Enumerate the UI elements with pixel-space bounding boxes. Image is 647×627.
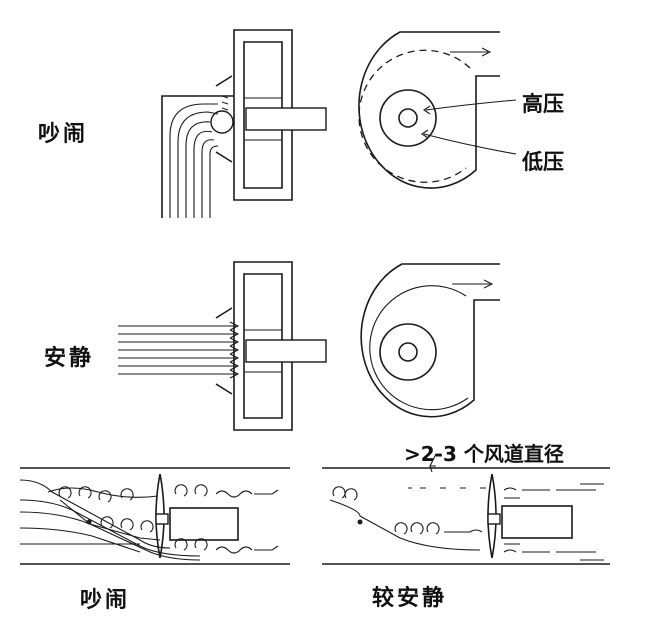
noisy-fan-front-view [358,31,517,189]
noisy-duct-fan [19,467,290,565]
quieter-duct-fan [322,453,610,565]
quieter-label-bottom: 较安静 [372,586,448,611]
low-pressure-label: 低压 [522,150,564,174]
distance-label: >2-3 个风道直径 [404,442,564,466]
noisy-label-bottom: 吵闹 [80,588,131,613]
noisy-inlet-bent-flow [161,95,234,218]
high-pressure-label: 高压 [522,92,564,116]
eddy-blob [210,110,234,134]
quiet-label-top: 安静 [44,346,95,371]
quiet-inlet-straight-flow [118,321,240,379]
quiet-fan-side-view [215,261,327,431]
noisy-fan-side-view [210,29,327,201]
quiet-fan-front-view [360,263,500,418]
noisy-label-top: 吵闹 [38,122,89,147]
